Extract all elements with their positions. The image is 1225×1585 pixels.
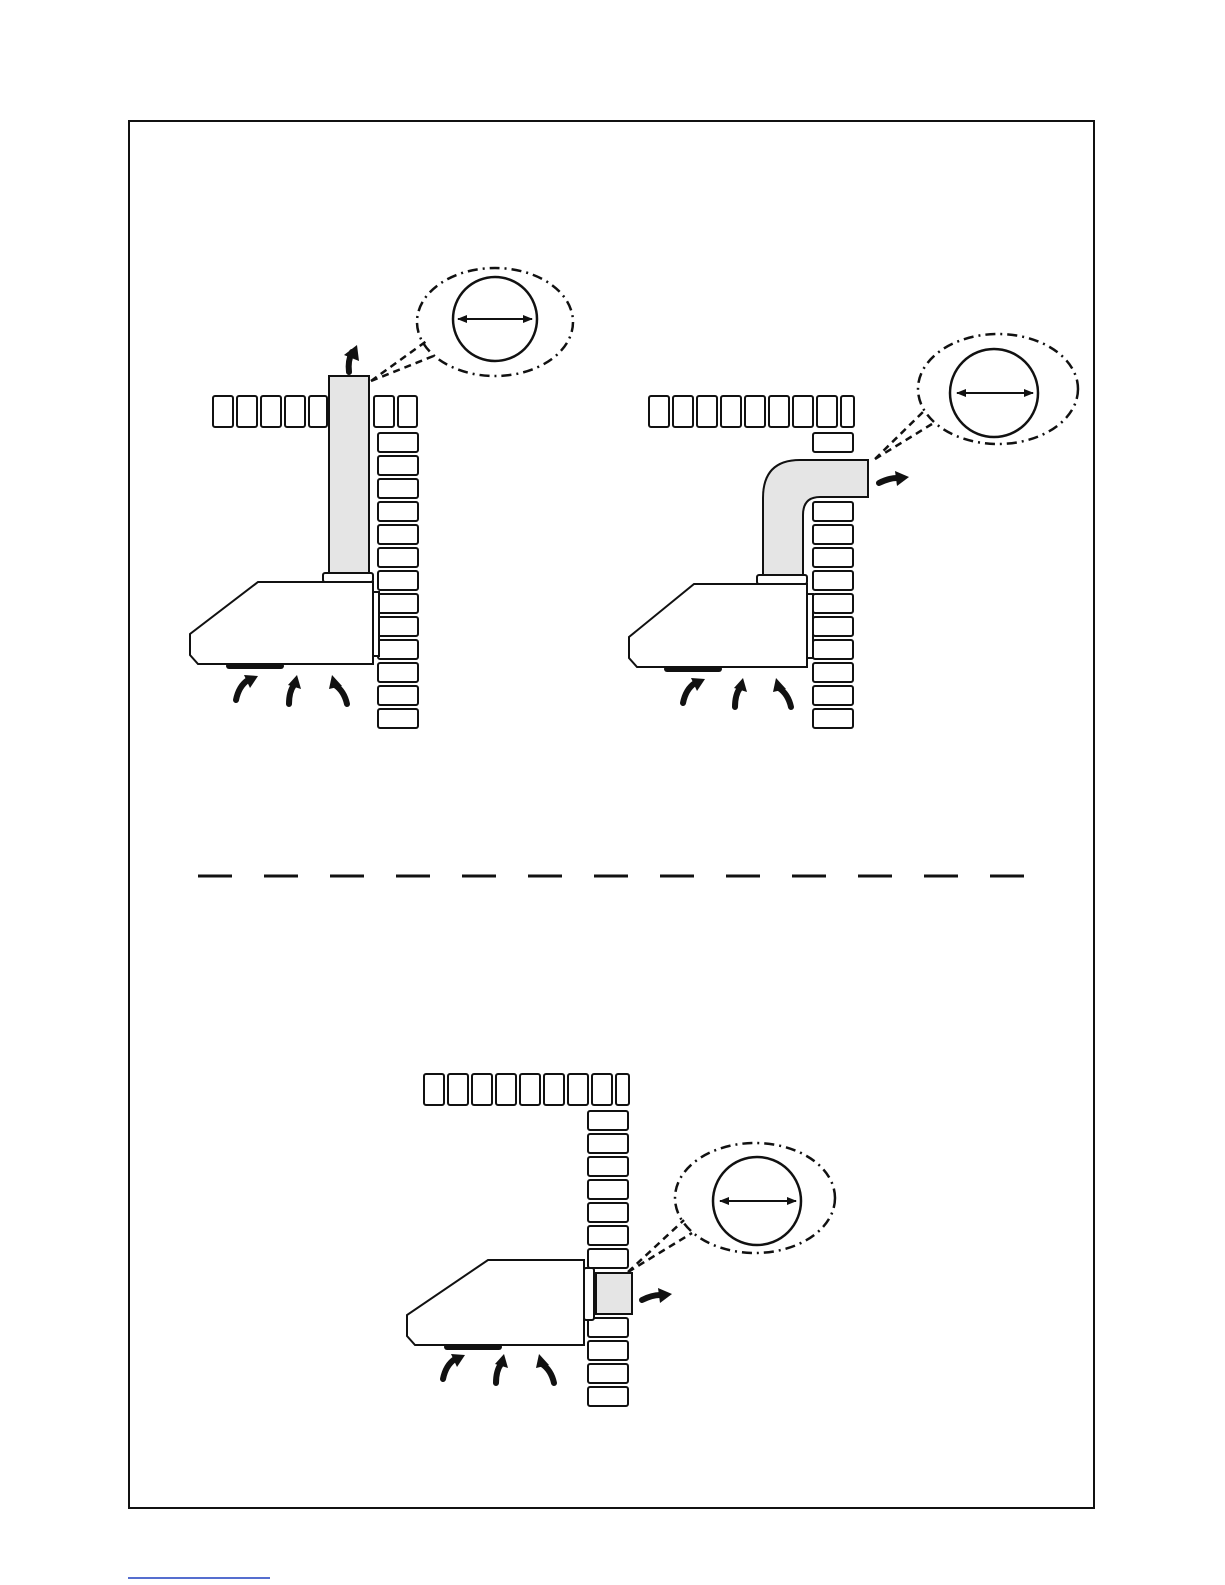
grease-filter <box>226 663 284 669</box>
range-hood <box>629 584 807 667</box>
wall-bricks <box>378 433 418 728</box>
rear-duct <box>596 1273 632 1314</box>
range-hood <box>190 582 373 664</box>
exhaust-arrow-icon <box>642 1288 672 1303</box>
duct-diameter-callout-icon <box>371 268 573 381</box>
duct-collar <box>757 575 807 584</box>
hood-rear-flange <box>807 594 813 658</box>
panel-rear-duct <box>407 1074 835 1406</box>
ceiling-bricks <box>424 1074 629 1105</box>
air-intake-arrow-icon <box>236 675 347 704</box>
hood-rear-flange <box>584 1268 594 1320</box>
range-hood <box>407 1260 584 1345</box>
panel-elbow-duct <box>629 334 1078 728</box>
air-intake-arrow-icon <box>443 1354 554 1383</box>
vertical-duct <box>329 376 369 573</box>
grease-filter <box>444 1344 502 1350</box>
exhaust-arrow-icon <box>879 471 909 486</box>
panel-vertical-duct <box>190 268 573 728</box>
wall-bricks <box>588 1111 628 1406</box>
hood-rear-flange <box>373 592 379 656</box>
duct-diameter-callout-icon <box>875 334 1078 459</box>
duct-collar <box>323 573 373 582</box>
exhaust-arrow-icon <box>344 345 359 372</box>
grease-filter <box>664 666 722 672</box>
ceiling-bricks <box>213 396 417 427</box>
duct-diameter-callout-icon <box>628 1143 835 1272</box>
ceiling-bricks <box>649 396 854 427</box>
air-intake-arrow-icon <box>683 678 791 707</box>
